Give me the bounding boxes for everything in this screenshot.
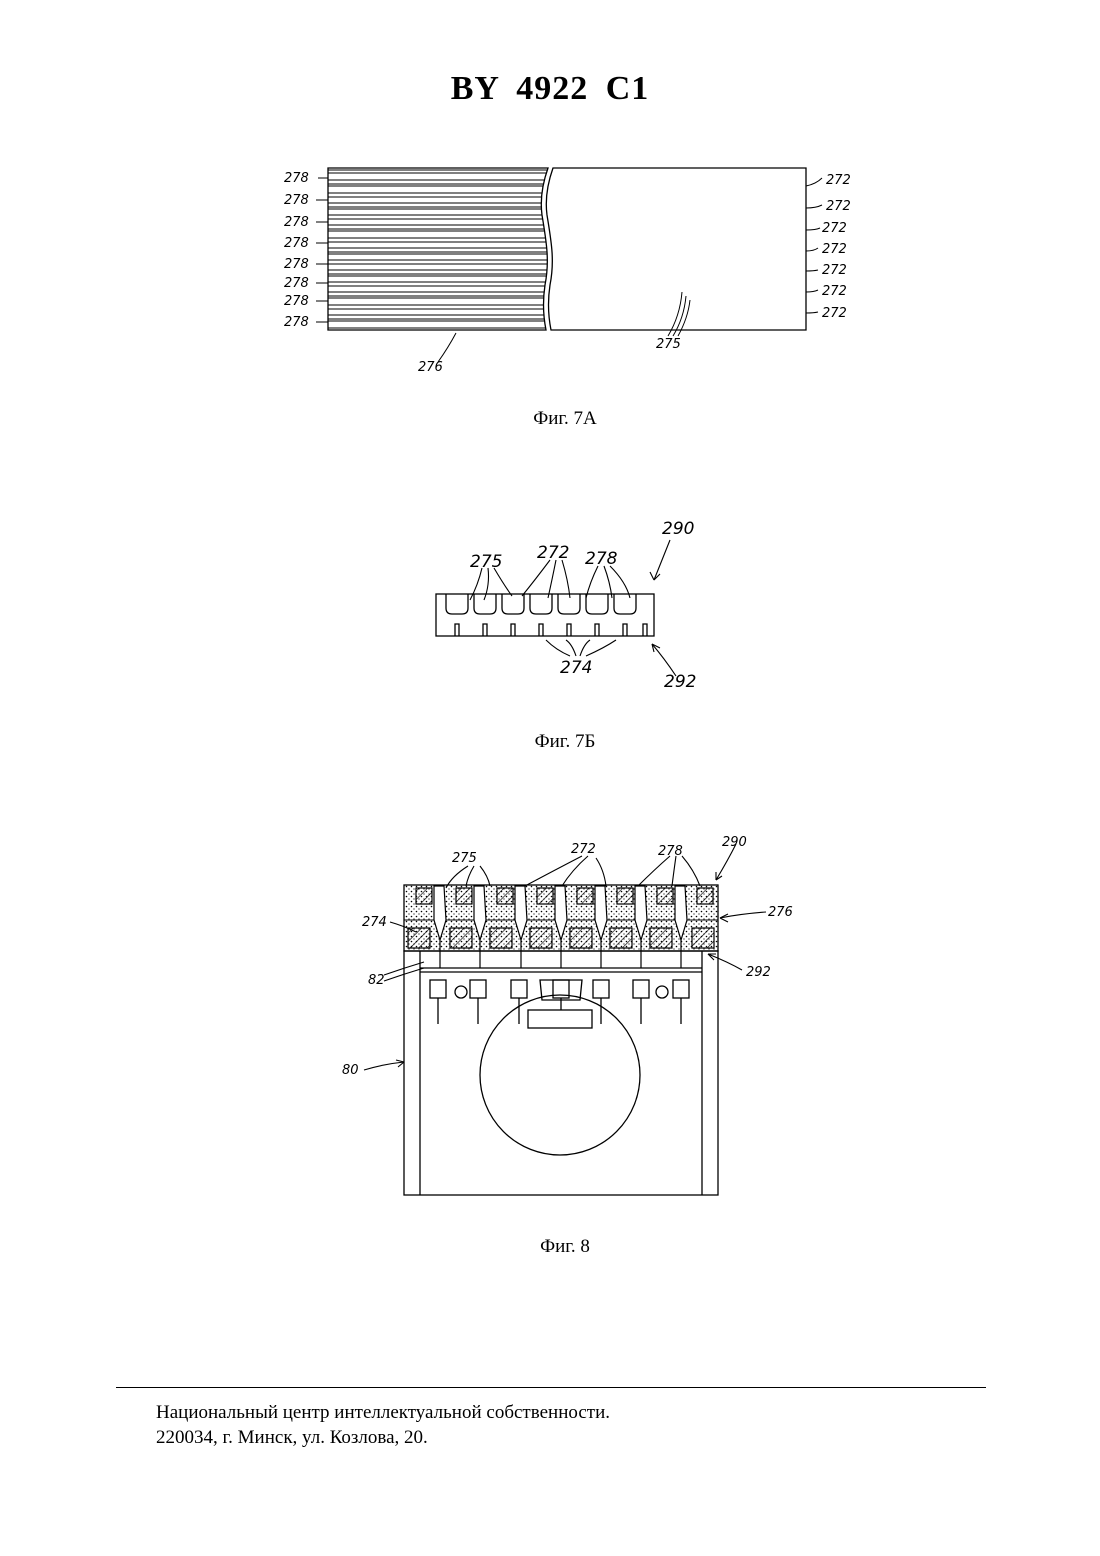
label-80: 80 [342,1063,359,1078]
label-275: 275 [452,851,477,866]
footer-organization: Национальный центр интеллектуальной собс… [156,1400,610,1425]
label-276: 276 [768,905,793,920]
footer-divider [116,1387,986,1388]
label-272: 272 [571,842,596,857]
label-82: 82 [368,973,385,988]
footer: Национальный центр интеллектуальной собс… [156,1400,610,1450]
label-290: 290 [722,835,747,850]
label-292: 292 [746,965,771,980]
label-274: 274 [362,915,387,930]
figure-8-caption: Фиг. 8 [0,1236,1100,1258]
figure-8: 275 272 278 290 276 274 292 82 80 [0,0,1100,1220]
label-278: 278 [658,844,683,859]
footer-address: 220034, г. Минск, ул. Козлова, 20. [156,1425,610,1450]
